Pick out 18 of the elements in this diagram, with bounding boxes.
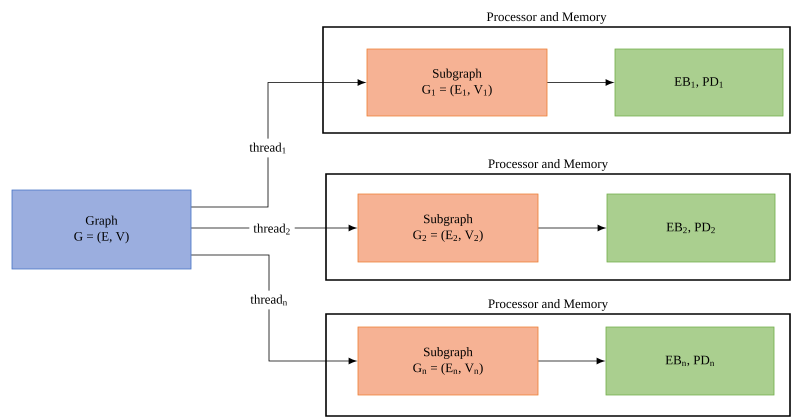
subgraph-box: Subgraph G$_{1}$ = (E$_{1}$, V$_{1}$) xyxy=(366,48,548,116)
subgraph-box: Subgraph G$_{n}$ = (E$_{n}$, V$_{n}$) xyxy=(358,326,538,396)
arrow xyxy=(538,224,606,232)
subgraph-box: Subgraph G$_{2}$ = (E$_{2}$, V$_{2}$) xyxy=(358,194,538,262)
arrow xyxy=(547,79,614,86)
node-label: Processor and Memory xyxy=(488,159,608,171)
result-box: EB$_{2}$, PD$_{2}$ xyxy=(606,194,776,262)
edge-label: thread$_{1}$ xyxy=(245,138,291,158)
edge-label: thread$_{2}$ xyxy=(249,220,295,238)
edge-label: thread$_{n}$ xyxy=(246,290,292,310)
arrow xyxy=(191,79,366,208)
result-box: EB$_{n}$, PD$_{n}$ xyxy=(606,326,774,396)
node-label: Processor and Memory xyxy=(486,12,607,24)
result-box: EB$_{1}$, PD$_{1}$ xyxy=(614,48,784,116)
graph-box: Graph G = (E, V) xyxy=(12,190,192,270)
arrow xyxy=(538,358,604,364)
arrow xyxy=(191,254,356,364)
node-label: Processor and Memory xyxy=(488,299,608,311)
